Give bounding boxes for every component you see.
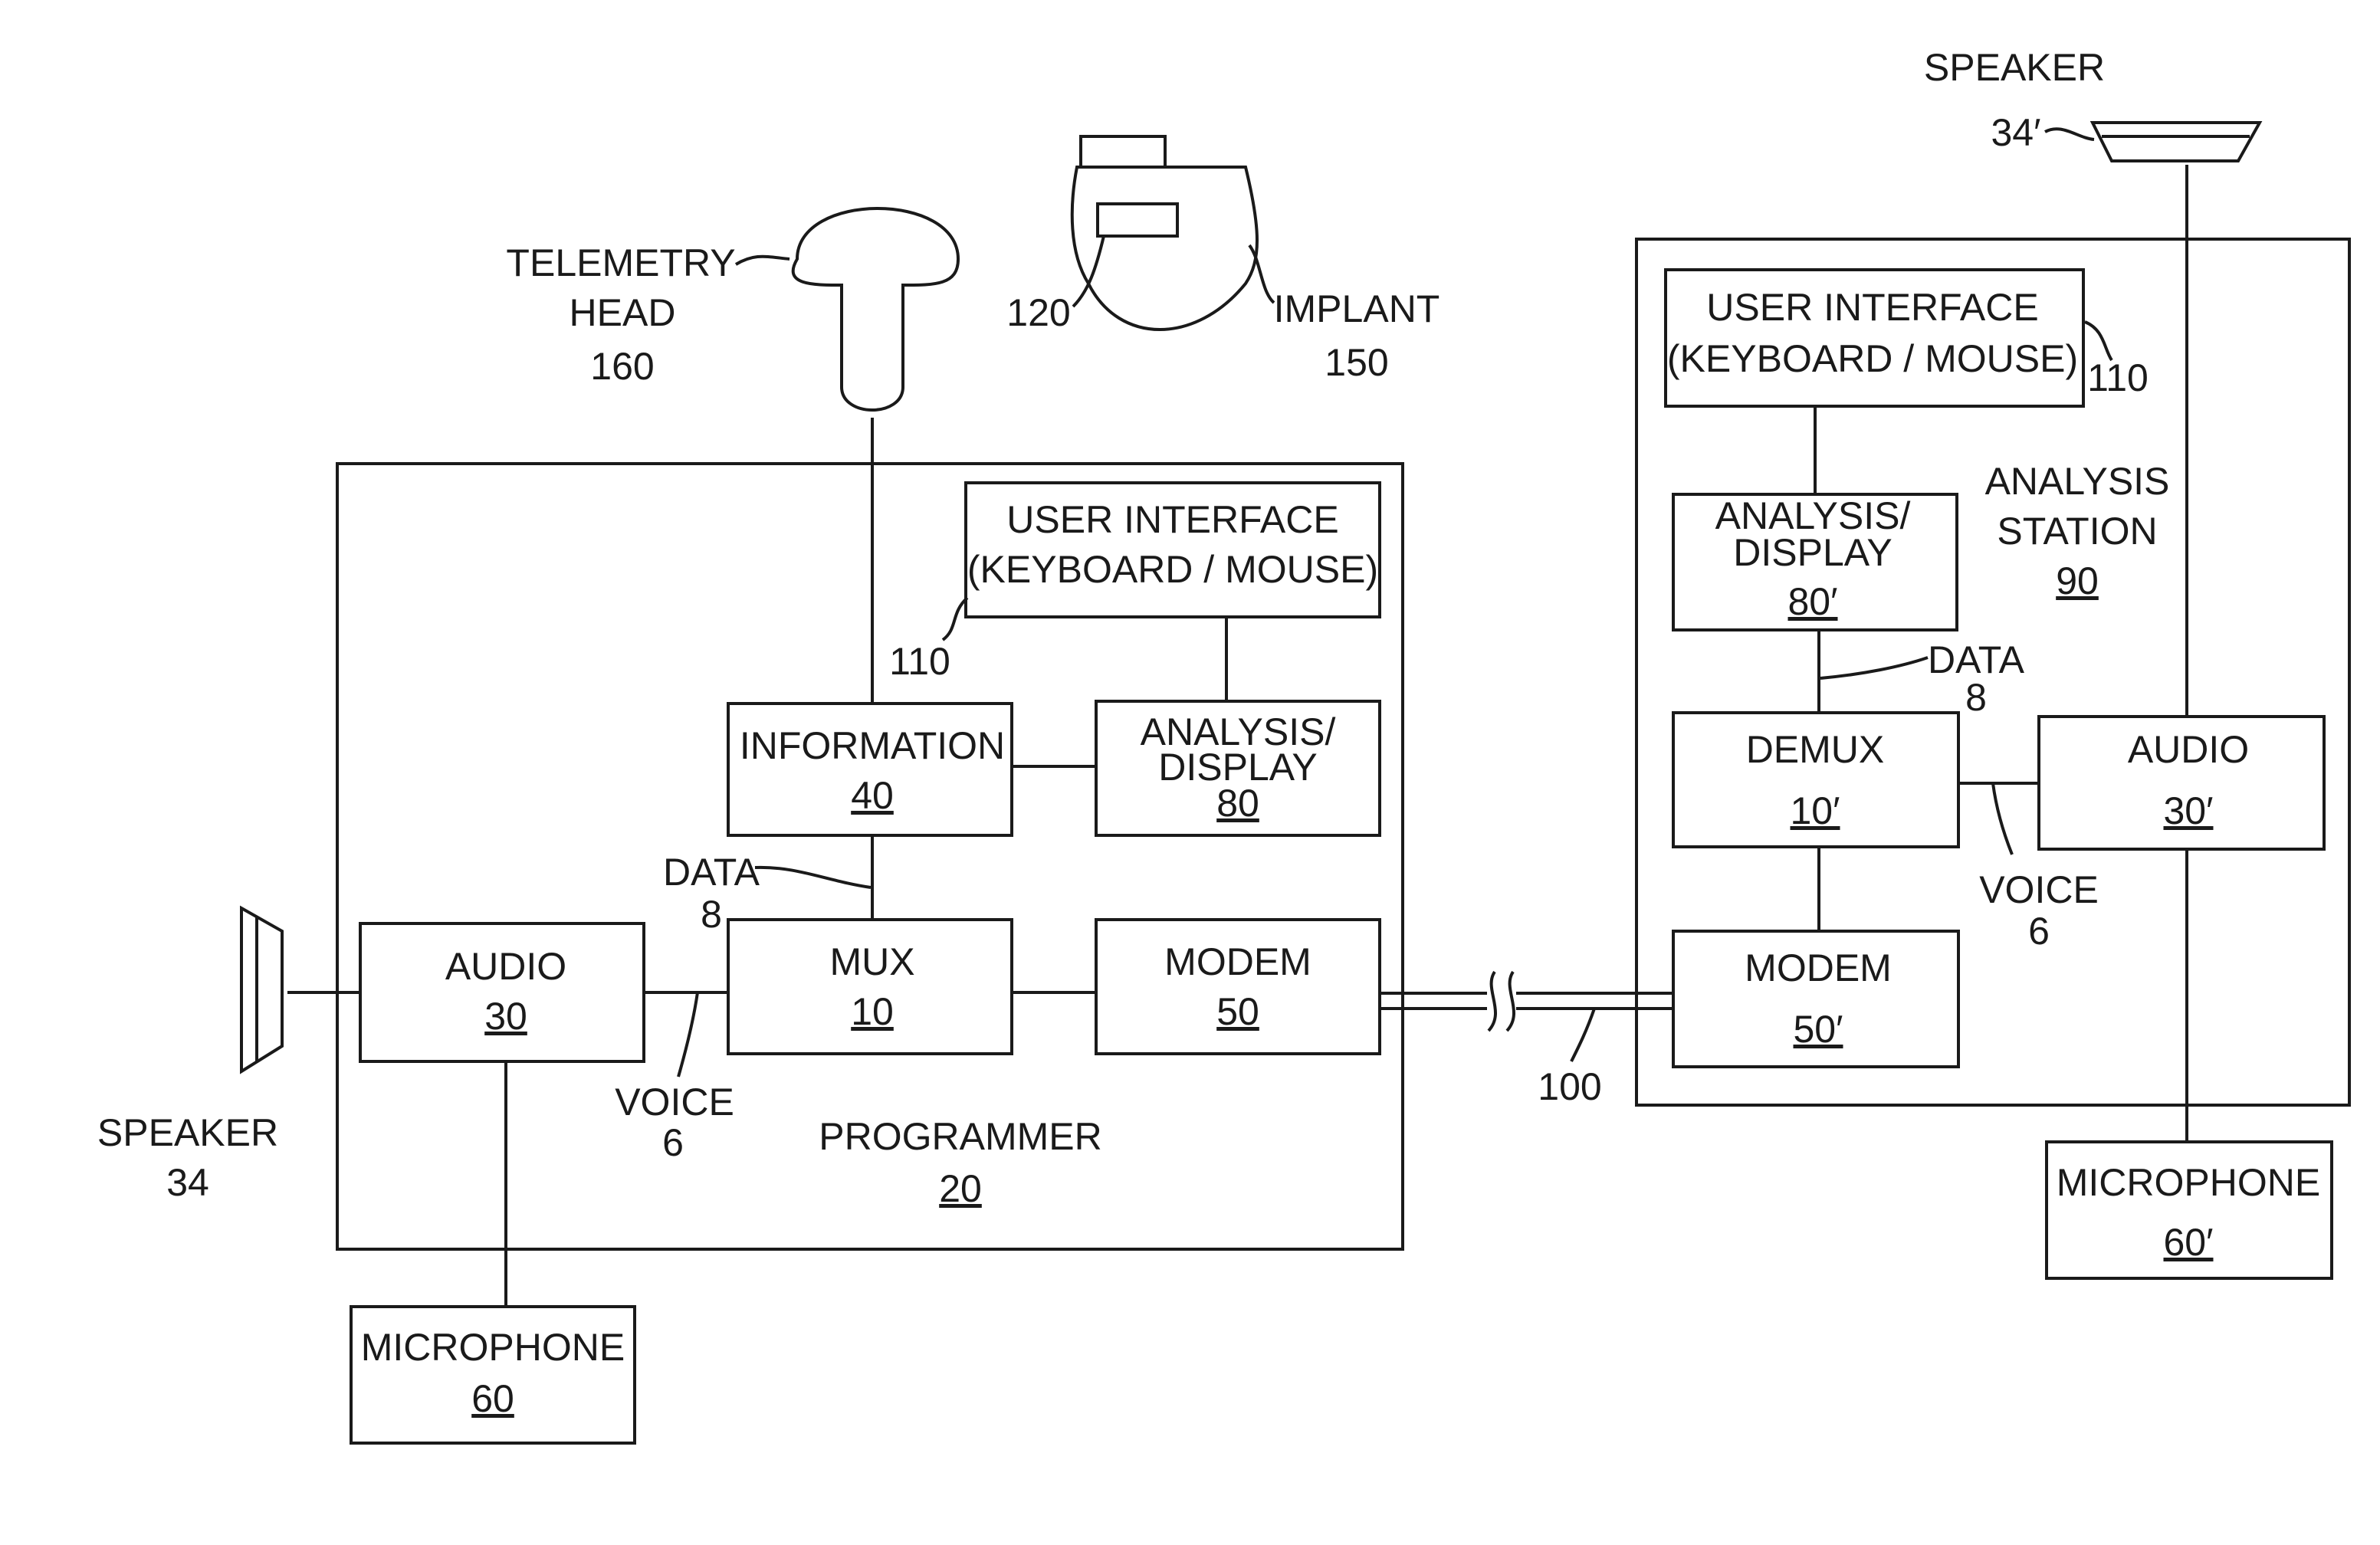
microphone-right-label: MICROPHONE: [2057, 1161, 2320, 1204]
telemetry-head-ref: 160: [590, 345, 654, 388]
programmer-voice-ref: 6: [662, 1121, 684, 1164]
microphone-right-ref: 60′: [2164, 1221, 2214, 1264]
telemetry-head-label-2: HEAD: [570, 291, 676, 334]
speaker-left-ref: 34: [166, 1161, 209, 1204]
station-voice-label: VOICE: [1979, 868, 2099, 911]
telemetry-head-leader: [736, 257, 790, 264]
programmer-voice-label: VOICE: [615, 1081, 734, 1123]
speaker-left-icon: [241, 908, 282, 1071]
programmer-label: PROGRAMMER: [819, 1115, 1101, 1158]
speaker-right-leader: [2045, 129, 2094, 139]
programmer-analysis-ref: 80: [1216, 782, 1259, 825]
information-ref: 40: [851, 774, 894, 817]
analysis-station-ref: 90: [2056, 559, 2099, 602]
station-ui-line1: USER INTERFACE: [1706, 286, 2038, 329]
station-voice-leader: [1993, 783, 2012, 855]
demux-ref: 10′: [1791, 789, 1840, 832]
station-data-leader: [1820, 658, 1928, 678]
speaker-right-ref: 34′: [1991, 111, 2041, 154]
implant-header-block: [1081, 136, 1165, 167]
programmer-ui-line2: (KEYBOARD / MOUSE): [967, 548, 1378, 591]
programmer-modem-ref: 50: [1216, 990, 1259, 1033]
programmer-ui-line1: USER INTERFACE: [1006, 498, 1338, 541]
programmer-voice-leader: [678, 992, 698, 1077]
implant-label: IMPLANT: [1274, 287, 1440, 330]
telemetry-head-label-1: TELEMETRY: [506, 241, 735, 284]
station-ui-line2: (KEYBOARD / MOUSE): [1667, 337, 2078, 380]
station-data-ref: 8: [1965, 676, 1987, 719]
programmer-ref: 20: [939, 1167, 982, 1210]
station-voice-ref: 6: [2028, 910, 2050, 953]
speaker-right-label: SPEAKER: [1924, 46, 2105, 89]
programmer-audio-ref: 30: [484, 995, 527, 1038]
implant-leader: [1249, 245, 1274, 303]
programmer-data-ref: 8: [701, 893, 722, 936]
programmer-audio-label: AUDIO: [445, 945, 566, 988]
station-analysis-line2: DISPLAY: [1733, 531, 1893, 574]
programmer-ui-leader: [943, 598, 967, 640]
speaker-left-label: SPEAKER: [97, 1111, 278, 1154]
station-analysis-ref: 80′: [1788, 580, 1838, 623]
station-ui-leader: [2085, 322, 2112, 360]
speaker-right-icon: [2093, 123, 2260, 161]
station-ui-ref: 110: [2087, 356, 2149, 399]
analysis-station-label-2: STATION: [1997, 510, 2157, 553]
station-audio-ref: 30′: [2164, 789, 2214, 832]
implant-ref: 150: [1325, 341, 1388, 384]
implant-component-120: [1098, 204, 1177, 236]
mux-ref: 10: [851, 990, 894, 1033]
station-audio-label: AUDIO: [2128, 728, 2249, 771]
programmer-modem-label: MODEM: [1164, 940, 1311, 983]
programmer-audio-box: [360, 923, 644, 1061]
programmer-ui-ref: 110: [889, 640, 950, 683]
station-modem-label: MODEM: [1745, 946, 1892, 989]
information-label: INFORMATION: [740, 724, 1005, 767]
station-modem-ref: 50′: [1794, 1008, 1843, 1051]
implant-component-ref: 120: [1006, 291, 1070, 334]
demux-label: DEMUX: [1746, 728, 1885, 771]
telemetry-head-icon: [793, 208, 958, 410]
analysis-station-label-1: ANALYSIS: [1985, 460, 2170, 503]
programmer-data-label: DATA: [663, 851, 760, 894]
programmer-data-leader: [755, 868, 871, 887]
mux-label: MUX: [829, 940, 914, 983]
station-data-label: DATA: [1928, 638, 2025, 681]
link-ref: 100: [1538, 1065, 1601, 1108]
microphone-left-ref: 60: [471, 1377, 514, 1420]
link-leader: [1571, 1009, 1594, 1061]
microphone-left-label: MICROPHONE: [361, 1326, 625, 1369]
